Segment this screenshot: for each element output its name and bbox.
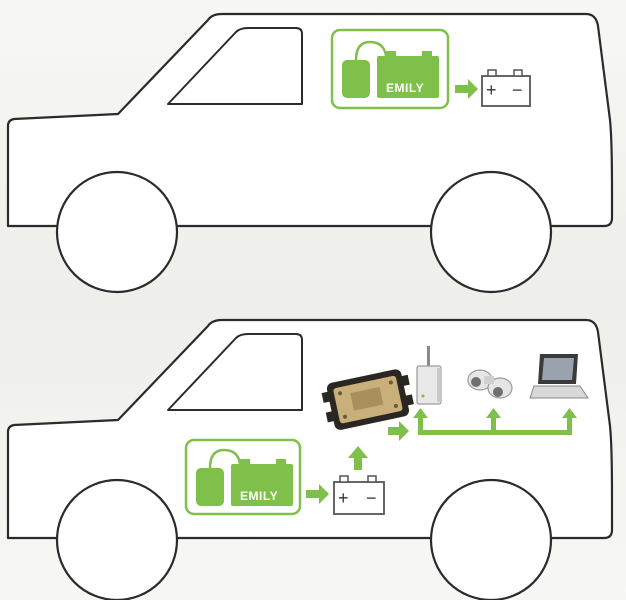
bottom-vehicle: [6, 318, 614, 600]
bottom-vehicle-rear-wheel: [55, 478, 179, 600]
binoculars-icon: [467, 369, 513, 399]
top-emily-label: EMILY: [386, 81, 424, 95]
distribution-bus: [413, 408, 577, 435]
top-vehicle-body: [6, 12, 614, 228]
router-icon: [416, 346, 442, 405]
bottom-battery-plus: +: [338, 488, 349, 508]
top-vehicle-rear-wheel: [55, 170, 179, 294]
laptop-icon: [529, 354, 589, 399]
top-vehicle-window: [167, 27, 303, 105]
top-vehicle-front-wheel: [429, 170, 553, 294]
distribution-arrow: [388, 421, 409, 441]
bottom-vehicle-window: [167, 333, 303, 411]
top-vehicle: [6, 12, 614, 294]
top-battery-icon: + −: [481, 69, 531, 107]
top-emily-fuel-cell: EMILY: [330, 28, 450, 110]
bottom-battery-minus: −: [366, 488, 377, 508]
bottom-arrow-up: [348, 446, 368, 470]
bottom-battery-icon: + −: [333, 475, 385, 515]
bottom-vehicle-body: [6, 318, 614, 540]
top-battery-plus: +: [486, 80, 497, 100]
bottom-emily-label: EMILY: [240, 489, 278, 503]
top-arrow-right: [455, 79, 478, 99]
top-battery-minus: −: [512, 80, 523, 100]
bottom-arrow-right: [306, 484, 329, 504]
bottom-emily-fuel-cell: EMILY: [184, 438, 302, 516]
bottom-vehicle-front-wheel: [429, 478, 553, 600]
power-manager-icon: [321, 369, 414, 430]
